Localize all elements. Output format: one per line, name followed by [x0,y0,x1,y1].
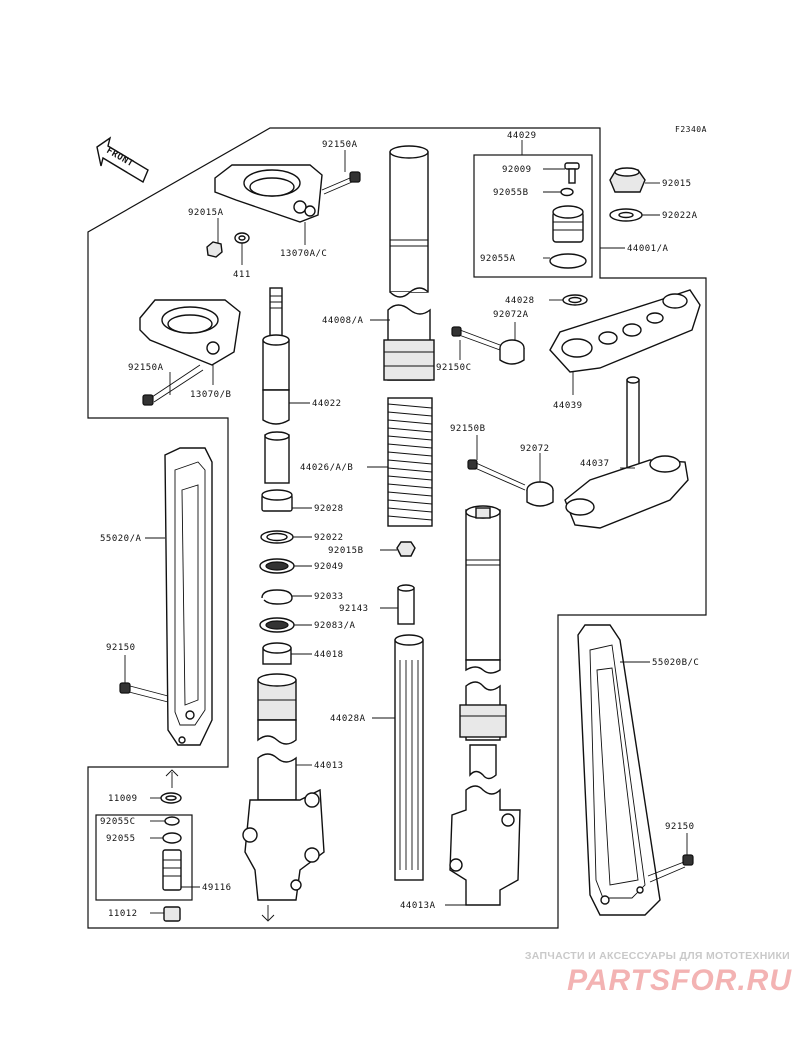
valve-kit-box [95,814,193,901]
label-44013A: 44013A [400,901,436,911]
label-92022: 92022 [314,533,344,543]
diagram-frame [87,127,707,929]
label-411: 411 [233,270,251,280]
label-44018: 44018 [314,650,344,660]
damper-rod [262,287,290,484]
label-92028: 92028 [314,504,344,514]
cap-screw [564,162,580,184]
rod-nut [396,541,416,557]
cap-kit-box [473,154,593,278]
label-44028: 44028 [505,296,535,306]
fork-guard-right [577,624,661,916]
diagram-code: F2340A [675,125,707,134]
label-92072A: 92072A [493,310,529,320]
watermark-logo[interactable]: PARTSFOR.RU [567,964,792,997]
front-arrow-icon [96,136,149,184]
label-44028A: 44028A [330,714,366,724]
label-92150A-mid: 92150A [128,363,164,373]
label-13070AC: 13070A/C [280,249,327,259]
label-92143: 92143 [339,604,369,614]
guard-bolt-left [119,682,169,703]
label-44001A: 44001/A [627,244,669,254]
label-44029: 44029 [507,131,537,141]
label-44008A: 44008/A [322,316,364,326]
label-92049: 92049 [314,562,344,572]
valve-oring [162,832,182,844]
label-92072: 92072 [520,444,550,454]
clamp-nut [206,241,223,258]
label-13070B: 13070/B [190,390,231,400]
lower-triple-clamp [564,455,689,529]
label-44022: 44022 [312,399,342,409]
label-92150A-top: 92150A [322,140,358,150]
fork-guard-left [164,447,213,746]
bracket-clamp-lower [526,481,554,507]
label-92150-right: 92150 [665,822,695,832]
watermark-tagline: ЗАПЧАСТИ И АКСЕССУАРЫ ДЛЯ МОТОТЕХНИКИ [524,950,790,962]
label-92022A: 92022A [662,211,698,221]
label-92009: 92009 [502,165,532,175]
label-92083A: 92083/A [314,621,356,631]
lower-clamp-bolt [142,364,204,406]
label-92055B: 92055B [493,188,529,198]
label-11012: 11012 [108,909,138,919]
bracket-washer [562,294,588,306]
spring-collar [397,584,415,625]
fork-washer [260,530,294,544]
slide-bushing [262,642,292,665]
oil-seal [259,558,295,574]
guard-bolt-right [647,854,694,883]
clamp-washer [234,232,250,244]
oring-small [560,187,574,197]
label-55020BC: 55020B/C [652,658,699,668]
label-44026AB: 44026/A/B [300,463,353,473]
clamp-bolt [321,171,361,195]
drain-plug [163,906,181,922]
label-44037: 44037 [580,459,610,469]
label-92055C: 92055C [100,817,136,827]
bracket-clamp-upper [499,339,525,365]
drain-washer [160,792,182,804]
fork-cap-plug [552,205,584,243]
label-55020A: 55020/A [100,534,142,544]
pointer-line-top [165,769,179,788]
valve-oring-small [164,816,180,826]
valve-body [162,849,182,891]
label-49116: 49116 [202,883,232,893]
label-92033: 92033 [314,592,344,602]
inner-fork-tube [383,145,435,381]
bracket-bolt-c [451,326,501,351]
outer-fork-tube-right [449,505,521,906]
label-92015B: 92015B [328,546,364,556]
snap-ring [261,589,293,605]
dust-seal [259,617,295,633]
damper-cylinder [394,634,424,881]
label-92055: 92055 [106,834,136,844]
bracket-bolt-b [467,459,526,491]
label-92150-left: 92150 [106,643,136,653]
label-92150C: 92150C [436,363,472,373]
label-92150B: 92150B [450,424,486,434]
lower-fork-clamp [139,299,241,366]
oring-large [549,253,587,269]
stem-nut [609,167,646,193]
label-92055A: 92055A [480,254,516,264]
label-92015: 92015 [662,179,692,189]
leader-lines [124,140,688,914]
label-44039: 44039 [553,401,583,411]
pointer-line-bottom [261,905,275,922]
upper-fork-clamp [214,164,323,223]
upper-triple-clamp [549,289,701,373]
oil-lock-piece [261,489,293,512]
outer-fork-tube-left [242,673,325,901]
fork-spring [387,397,433,527]
label-11009: 11009 [108,794,138,804]
label-44013: 44013 [314,761,344,771]
stem-washer [609,208,643,222]
label-92015A: 92015A [188,208,224,218]
